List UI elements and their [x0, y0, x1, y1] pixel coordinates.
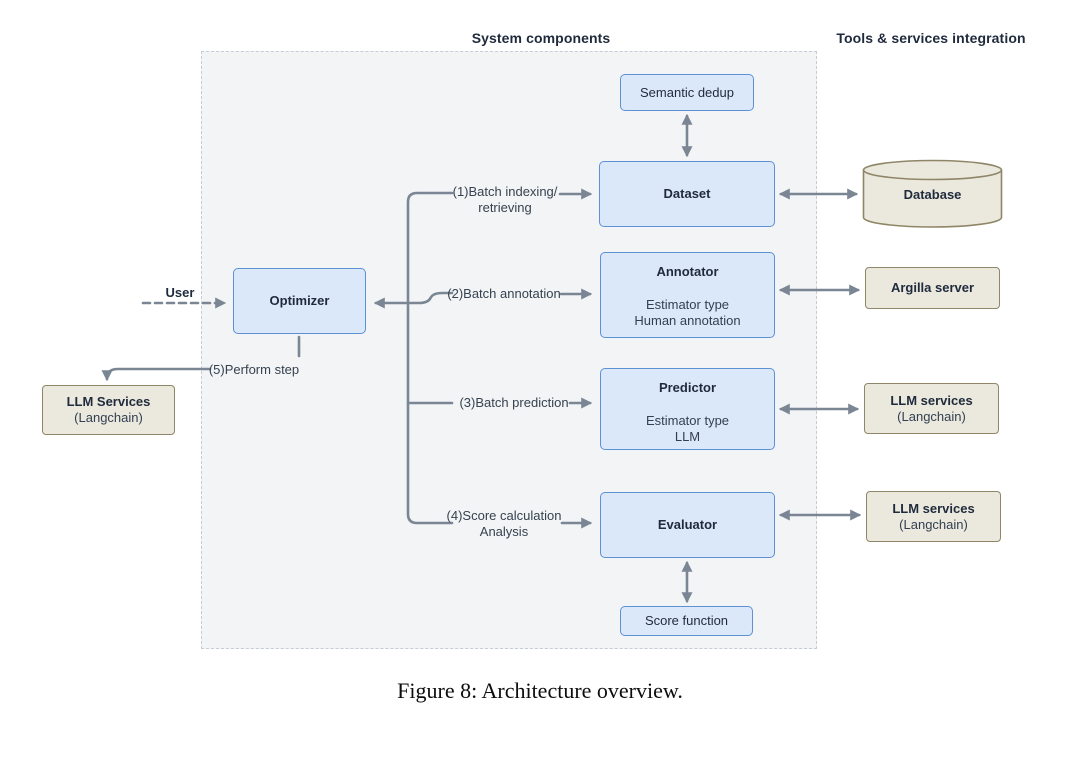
node-predictor: Predictor Estimator type LLM — [600, 368, 775, 450]
edge-label-line: Analysis — [479, 524, 529, 539]
node-label: Argilla server — [890, 280, 975, 295]
node-subtitle: Estimator type — [645, 297, 730, 312]
edge-perform-step-to-llm-services — [101, 367, 212, 382]
node-label: Semantic dedup — [640, 84, 734, 100]
node-subtitle: (Langchain) — [897, 408, 966, 424]
edge-branch-annotation — [406, 291, 454, 305]
node-label: Optimizer — [269, 293, 330, 308]
node-optimizer: Optimizer — [233, 268, 366, 334]
figure-caption: Figure 8: Architecture overview. — [397, 678, 683, 703]
edge-trunk — [406, 191, 454, 525]
node-database-label: Database — [903, 187, 962, 202]
node-title: LLM Services — [66, 394, 151, 409]
edge-label-batch-annotation: (2)Batch annotation — [447, 286, 561, 301]
node-semantic-dedup: Semantic dedup — [620, 74, 754, 111]
tools-services-header: Tools & services integration — [836, 30, 1026, 46]
node-annotator: Annotator Estimator type Human annotatio… — [600, 252, 775, 338]
node-subtitle: (Langchain) — [899, 516, 968, 532]
node-dataset: Dataset — [599, 161, 775, 227]
system-components-header: System components — [471, 30, 611, 46]
node-title: Annotator — [656, 264, 719, 279]
node-subtitle: LLM — [674, 429, 701, 444]
node-subtitle: Human annotation — [634, 313, 741, 328]
node-title: LLM services — [890, 392, 973, 408]
edge-label-score-calculation: (4)Score calculation Analysis — [438, 508, 570, 540]
node-subtitle: (Langchain) — [74, 410, 143, 425]
edge-label-line: retrieving — [478, 200, 532, 215]
database-cylinder-shape — [862, 159, 1003, 228]
edge-label-perform-step: (5)Perform step — [208, 362, 300, 377]
node-label: Dataset — [663, 186, 711, 201]
edge-label-line: (4)Score calculation — [446, 508, 562, 523]
edge-label-batch-prediction: (3)Batch prediction — [459, 395, 569, 410]
node-subtitle: Estimator type — [645, 413, 730, 428]
edge-label-line: (1)Batch indexing/ — [452, 184, 558, 199]
node-title: LLM services — [892, 500, 975, 516]
node-score-function: Score function — [620, 606, 753, 636]
node-label: Score function — [644, 613, 729, 628]
node-llm-services-predictor: LLM services (Langchain) — [864, 383, 999, 434]
node-llm-services-evaluator: LLM services (Langchain) — [866, 491, 1001, 542]
node-argilla-server: Argilla server — [865, 267, 1000, 309]
edge-label-user: User — [165, 285, 195, 300]
node-evaluator: Evaluator — [600, 492, 775, 558]
node-title: Predictor — [658, 380, 717, 395]
node-label: Evaluator — [657, 517, 718, 532]
edge-label-batch-indexing: (1)Batch indexing/ retrieving — [443, 184, 567, 216]
node-llm-services-left: LLM Services (Langchain) — [42, 385, 175, 435]
